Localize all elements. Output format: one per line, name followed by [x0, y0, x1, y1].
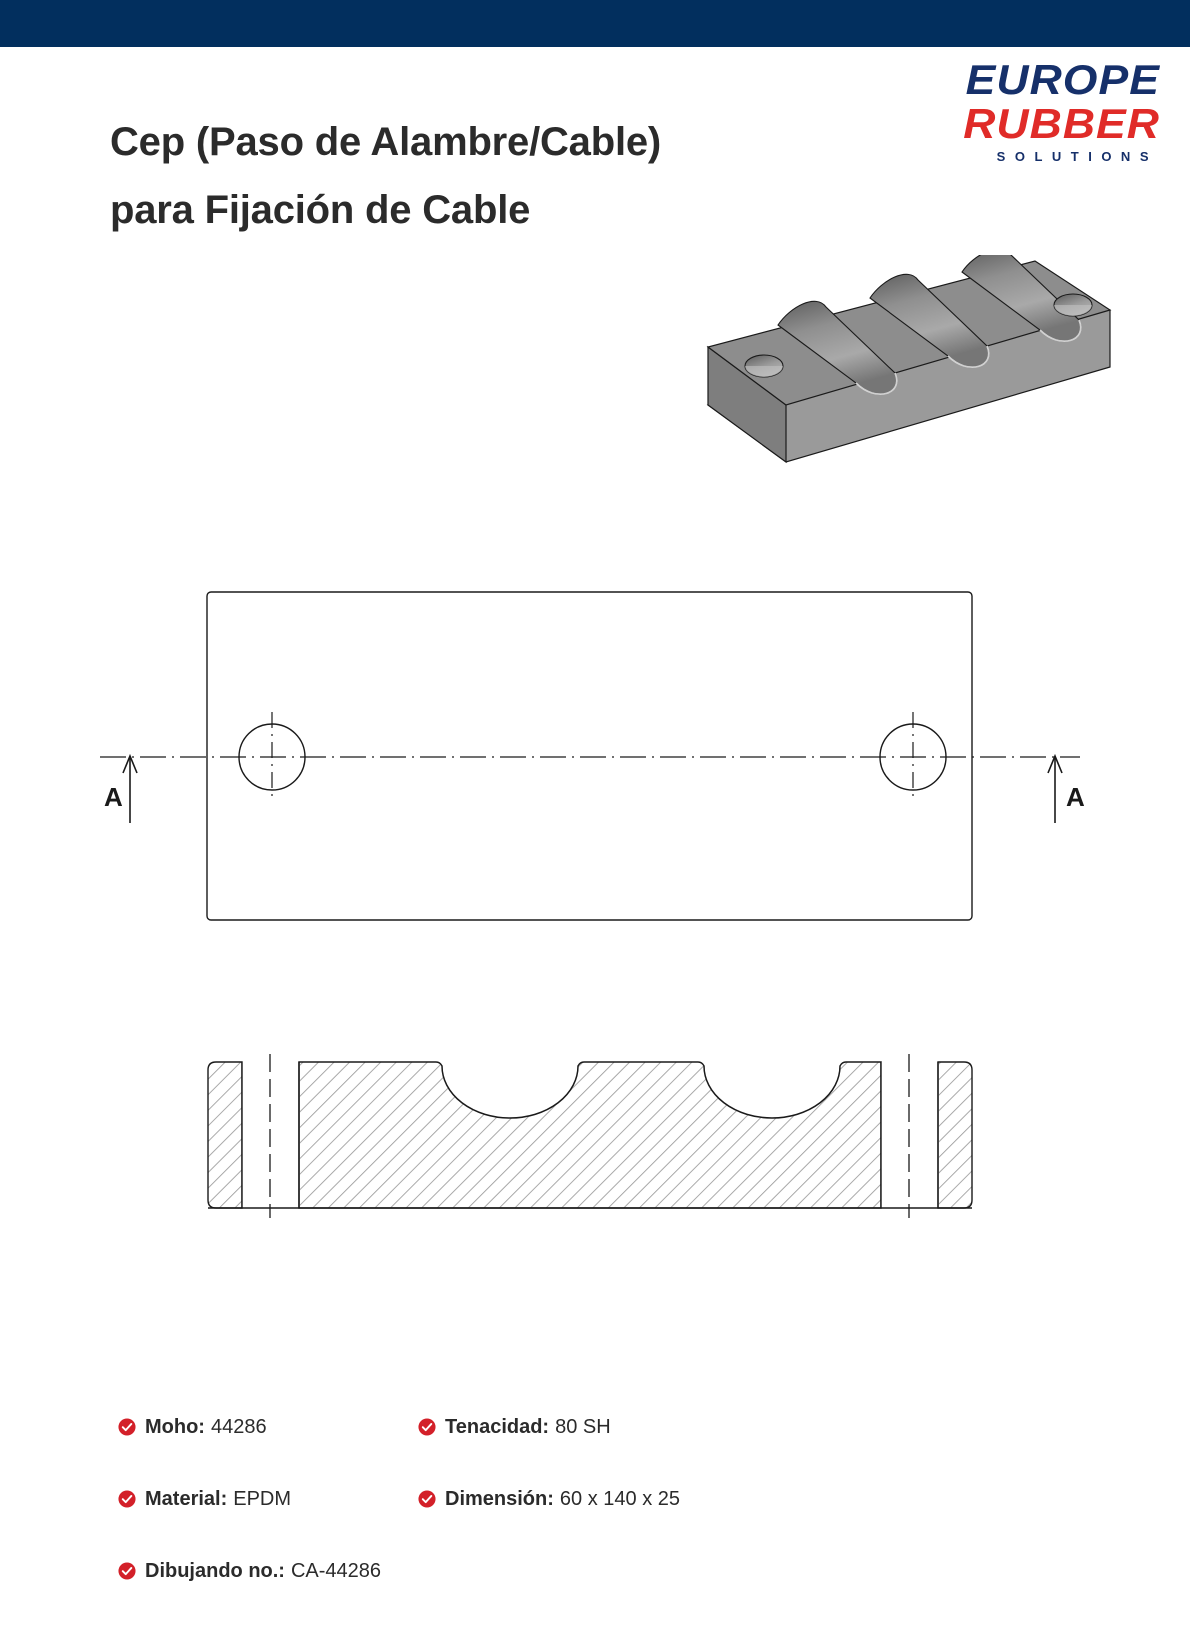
- spec-label-tenacidad: Tenacidad:: [445, 1416, 550, 1438]
- spec-row-3: Dibujando no.: CA-44286: [118, 1559, 918, 1631]
- logo-word-europe: EUROPE: [965, 56, 1160, 103]
- render-body: [706, 255, 1112, 464]
- section-right-end: [937, 1061, 973, 1209]
- spec-item-material: Material: EPDM: [118, 1487, 291, 1511]
- page-title: Cep (Paso de Alambre/Cable) para Fijació…: [110, 108, 810, 244]
- product-3d-render: [706, 255, 1112, 464]
- spec-label-moho: Moho:: [145, 1416, 205, 1438]
- check-circle-icon: [418, 1490, 436, 1508]
- spec-value-dimension: 60 x 140 x 25: [559, 1488, 680, 1510]
- spec-item-drawing-no: Dibujando no.: CA-44286: [118, 1559, 381, 1583]
- top-view-outline: [206, 591, 973, 921]
- groove-1: [777, 300, 898, 395]
- section-label-left: A: [104, 782, 123, 812]
- spec-value-drawing-no: CA-44286: [290, 1560, 382, 1582]
- spec-label-drawing-no: Dibujando no.:: [145, 1560, 285, 1582]
- check-circle-icon: [118, 1418, 136, 1436]
- groove-2: [869, 273, 990, 368]
- top-view-drawing: A A: [100, 591, 1085, 921]
- top-view-hole-right: [879, 712, 947, 802]
- spec-row-1: Moho: 44286 Tenacidad: 80 SH: [118, 1415, 918, 1487]
- company-logo: EUROPE RUBBER SOLUTIONS: [890, 58, 1160, 168]
- page-title-line-2: para Fijación de Cable: [110, 188, 531, 232]
- page-title-line-1: Cep (Paso de Alambre/Cable): [110, 120, 662, 164]
- groove-3: [961, 255, 1082, 342]
- section-marker-left: A: [104, 753, 138, 823]
- spec-label-material: Material:: [145, 1488, 228, 1510]
- section-left-end: [207, 1061, 243, 1209]
- spec-item-tenacidad: Tenacidad: 80 SH: [418, 1415, 611, 1439]
- check-circle-icon: [118, 1490, 136, 1508]
- section-main-body: [298, 1061, 882, 1209]
- header-band: [0, 0, 1190, 47]
- spec-value-moho: 44286: [210, 1416, 267, 1438]
- spec-label-dimension: Dimensión:: [445, 1488, 554, 1510]
- section-hole-gap-left: [241, 1054, 300, 1218]
- check-circle-icon: [418, 1418, 436, 1436]
- section-hole-gap-right: [880, 1054, 939, 1218]
- spec-item-moho: Moho: 44286: [118, 1415, 267, 1439]
- section-view-drawing: [207, 1054, 973, 1218]
- logo-word-rubber: RUBBER: [963, 100, 1160, 147]
- top-view-hole-left: [238, 712, 306, 802]
- spec-value-material: EPDM: [233, 1488, 292, 1510]
- spec-item-dimension: Dimensión: 60 x 140 x 25: [418, 1487, 680, 1511]
- spec-list: Moho: 44286 Tenacidad: 80 SH Material: E…: [118, 1415, 918, 1631]
- check-circle-icon: [118, 1562, 136, 1580]
- mounting-hole-right: [1053, 293, 1093, 317]
- section-label-right: A: [1066, 782, 1085, 812]
- mounting-hole-left: [744, 354, 784, 378]
- spec-value-tenacidad: 80 SH: [555, 1416, 611, 1438]
- section-marker-right: A: [1047, 753, 1085, 823]
- spec-row-2: Material: EPDM Dimensión: 60 x 140 x 25: [118, 1487, 918, 1559]
- logo-tagline: SOLUTIONS: [996, 149, 1158, 164]
